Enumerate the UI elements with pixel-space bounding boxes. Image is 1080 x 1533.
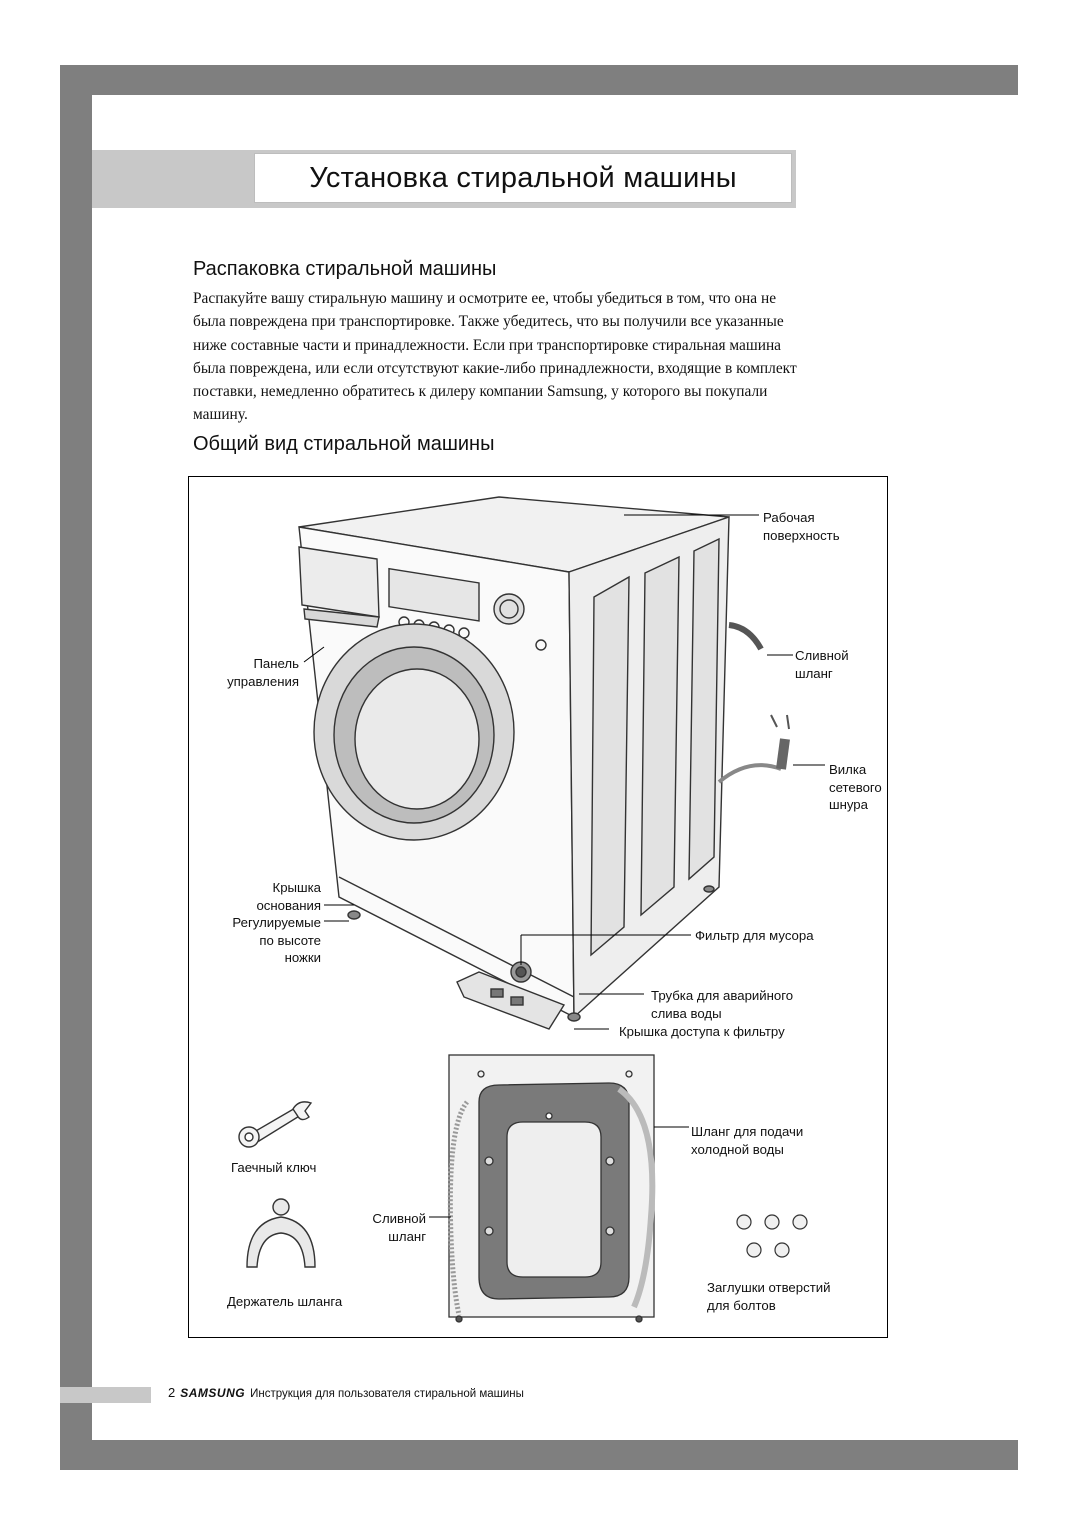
page-frame-bottom bbox=[60, 1440, 1018, 1470]
leader-lines-back bbox=[429, 1126, 689, 1218]
title-box: Установка стиральной машины bbox=[254, 153, 792, 203]
footer-text: Инструкция для пользователя стиральной м… bbox=[250, 1388, 524, 1400]
label-debris-filter: Фильтр для мусора bbox=[695, 928, 814, 943]
paragraph-line: была повреждена, или если отсутствуют ка… bbox=[193, 359, 797, 377]
overview-heading: Общий вид стиральной машины bbox=[193, 433, 495, 455]
washer-diagram: Рабочая поверхность Панель управления Сл… bbox=[188, 476, 888, 1338]
label-base-cover: Крышка основания bbox=[256, 880, 321, 913]
label-adjustable-feet: Регулируемые по высоте ножки bbox=[232, 915, 321, 965]
label-drain-hose-back: Сливной шланг bbox=[372, 1211, 426, 1244]
brand-logo: SAMSUNG bbox=[180, 1386, 246, 1400]
page-frame-top bbox=[60, 65, 1018, 95]
paragraph-line: ниже составные части и принадлежности. Е… bbox=[193, 336, 782, 354]
label-work-surface: Рабочая поверхность bbox=[763, 510, 840, 543]
paragraph-line: машину. bbox=[193, 406, 248, 424]
label-bolt-caps: Заглушки отверстий для болтов bbox=[707, 1280, 831, 1313]
hose-holder-icon bbox=[246, 1198, 316, 1268]
label-cold-water-hose: Шланг для подачи холодной воды bbox=[691, 1124, 804, 1157]
label-power-plug: Вилка сетевого шнура bbox=[829, 762, 882, 812]
unpack-heading: Распаковка стиральной машины bbox=[193, 258, 497, 280]
page-number: 2 bbox=[168, 1385, 176, 1400]
paragraph-line: была повреждена при транспортировке. Так… bbox=[193, 313, 784, 331]
washer-back-view bbox=[447, 1054, 656, 1323]
leader-lines-front bbox=[303, 514, 825, 1030]
unpack-paragraph: Распакуйте вашу стиральную машину и осмо… bbox=[193, 287, 893, 427]
washer-illustration bbox=[238, 496, 825, 1323]
page-footer: 2 SAMSUNG Инструкция для пользователя ст… bbox=[168, 1385, 524, 1400]
label-filter-cover: Крышка доступа к фильтру bbox=[619, 1024, 785, 1039]
paragraph-line: поставки, немедленно обратитесь к дилеру… bbox=[193, 383, 768, 401]
bolt-caps-icon bbox=[736, 1214, 808, 1258]
label-drain-hose: Сливной шланг bbox=[795, 648, 849, 681]
label-hose-holder: Держатель шланга bbox=[227, 1294, 343, 1309]
label-emergency-drain: Трубка для аварийного слива воды bbox=[651, 988, 794, 1021]
page-title: Установка стиральной машины bbox=[309, 161, 737, 194]
page-frame-left bbox=[60, 65, 92, 1470]
footer-bar bbox=[60, 1387, 151, 1403]
label-control-panel: Панель управления bbox=[227, 656, 299, 689]
wrench-icon bbox=[238, 1101, 313, 1148]
washer-front-view bbox=[298, 496, 790, 1030]
paragraph-line: Распакуйте вашу стиральную машину и осмо… bbox=[193, 290, 777, 307]
label-wrench: Гаечный ключ bbox=[231, 1160, 317, 1175]
